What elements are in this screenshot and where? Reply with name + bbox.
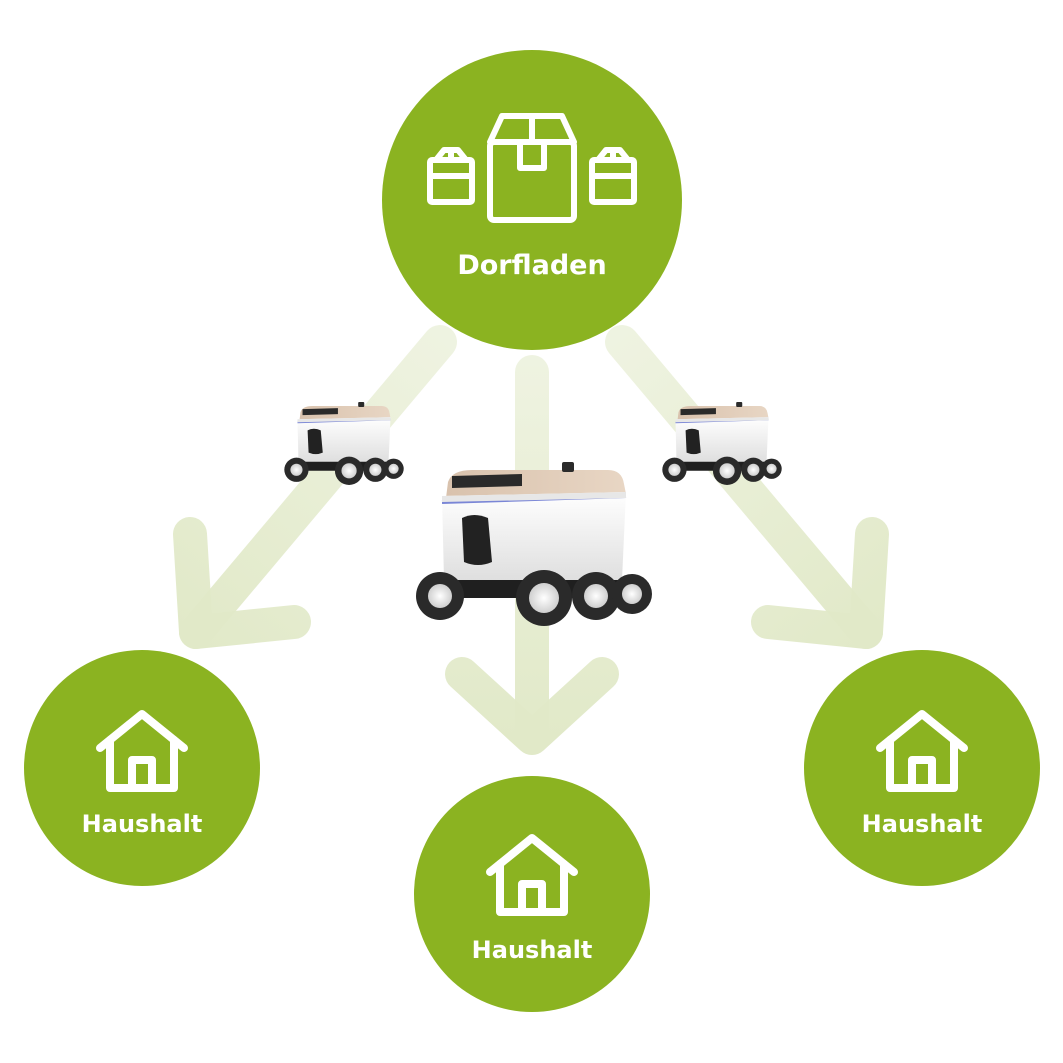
household-label: Haushalt	[81, 810, 203, 838]
arrow-left	[173, 325, 457, 649]
house-icon	[96, 710, 188, 792]
household-label: Haushalt	[861, 810, 983, 838]
arrow-right	[605, 325, 889, 649]
delivery-robot-icon	[414, 462, 652, 628]
house-icon	[486, 834, 578, 916]
delivery-robot-icon	[661, 402, 782, 486]
household-node-left: Haushalt	[24, 650, 260, 886]
household-node-right: Haushalt	[804, 650, 1040, 886]
hub-label: Dorfladen	[457, 250, 607, 281]
house-icon	[876, 710, 968, 792]
household-node-middle: Haushalt	[414, 776, 650, 1012]
hub-node-dorfladen: Dorfladen	[382, 50, 682, 350]
household-label: Haushalt	[471, 936, 593, 964]
packages-icon	[427, 113, 637, 223]
delivery-robot-icon	[283, 402, 404, 486]
